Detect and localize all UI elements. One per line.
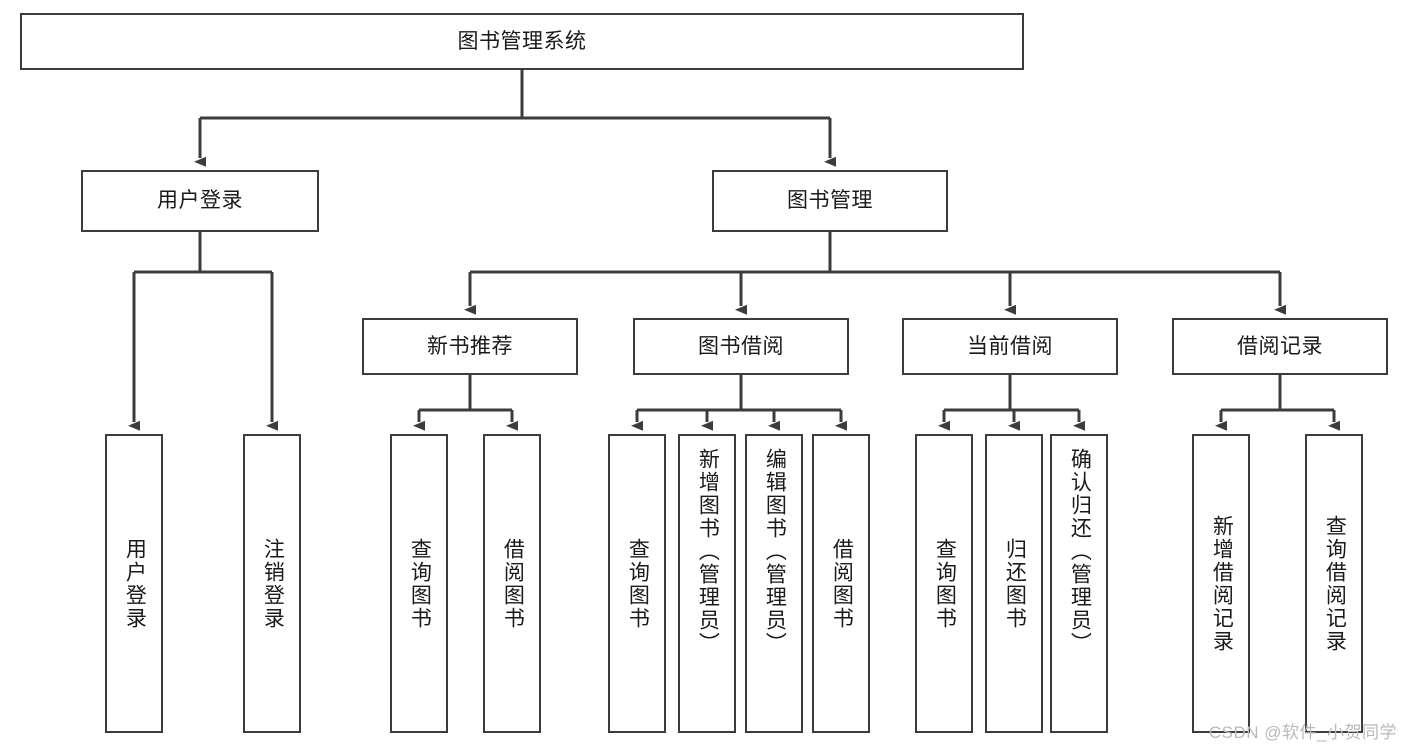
- node-current-borrow[interactable]: 当前借阅: [902, 318, 1118, 375]
- node-current-query-book-label: 查询图书: [933, 537, 957, 630]
- node-current-borrow-label: 当前借阅: [967, 334, 1053, 358]
- node-current-return-book-label: 归还图书: [1003, 537, 1027, 630]
- node-borrow-query-book[interactable]: 查询图书: [608, 434, 666, 733]
- node-root-label: 图书管理系统: [457, 29, 587, 53]
- node-recommend-query-book-label: 查询图书: [408, 537, 432, 630]
- node-record-query[interactable]: 查询借阅记录: [1305, 434, 1363, 733]
- node-borrow-borrow-book[interactable]: 借阅图书: [812, 434, 870, 733]
- node-new-book-recommend[interactable]: 新书推荐: [362, 318, 578, 375]
- node-user-login-do[interactable]: 用户登录: [105, 434, 163, 733]
- node-borrow-record-label: 借阅记录: [1237, 334, 1323, 358]
- node-book-manage-label: 图书管理: [787, 189, 873, 213]
- node-user-login[interactable]: 用户登录: [81, 170, 319, 232]
- node-current-confirm-return-label: 确认归还（管理员）: [1068, 448, 1092, 655]
- node-book-borrow-label: 图书借阅: [698, 334, 784, 358]
- watermark-text: CSDN @软件_小贺同学: [1208, 723, 1397, 742]
- node-new-book-recommend-label: 新书推荐: [427, 334, 513, 358]
- node-user-login-do-label: 用户登录: [123, 537, 147, 630]
- node-user-logout-label: 注销登录: [261, 537, 285, 630]
- node-borrow-borrow-book-label: 借阅图书: [830, 537, 854, 630]
- node-recommend-query-book[interactable]: 查询图书: [390, 434, 448, 733]
- node-borrow-record[interactable]: 借阅记录: [1172, 318, 1388, 375]
- node-borrow-edit-book-label: 编辑图书（管理员）: [763, 448, 787, 655]
- node-current-return-book[interactable]: 归还图书: [985, 434, 1043, 733]
- node-borrow-query-book-label: 查询图书: [626, 537, 650, 630]
- node-borrow-edit-book[interactable]: 编辑图书（管理员）: [745, 434, 803, 733]
- node-record-add[interactable]: 新增借阅记录: [1192, 434, 1250, 733]
- node-borrow-add-book[interactable]: 新增图书（管理员）: [678, 434, 736, 733]
- node-recommend-borrow-book-label: 借阅图书: [501, 537, 525, 630]
- node-root[interactable]: 图书管理系统: [20, 13, 1024, 70]
- node-book-borrow[interactable]: 图书借阅: [633, 318, 849, 375]
- node-record-query-label: 查询借阅记录: [1323, 514, 1347, 653]
- node-current-query-book[interactable]: 查询图书: [915, 434, 973, 733]
- node-user-logout[interactable]: 注销登录: [243, 434, 301, 733]
- node-record-add-label: 新增借阅记录: [1210, 514, 1234, 653]
- node-book-manage[interactable]: 图书管理: [712, 170, 948, 232]
- node-user-login-label: 用户登录: [157, 189, 243, 213]
- node-current-confirm-return[interactable]: 确认归还（管理员）: [1050, 434, 1108, 733]
- node-recommend-borrow-book[interactable]: 借阅图书: [483, 434, 541, 733]
- node-borrow-add-book-label: 新增图书（管理员）: [696, 448, 720, 655]
